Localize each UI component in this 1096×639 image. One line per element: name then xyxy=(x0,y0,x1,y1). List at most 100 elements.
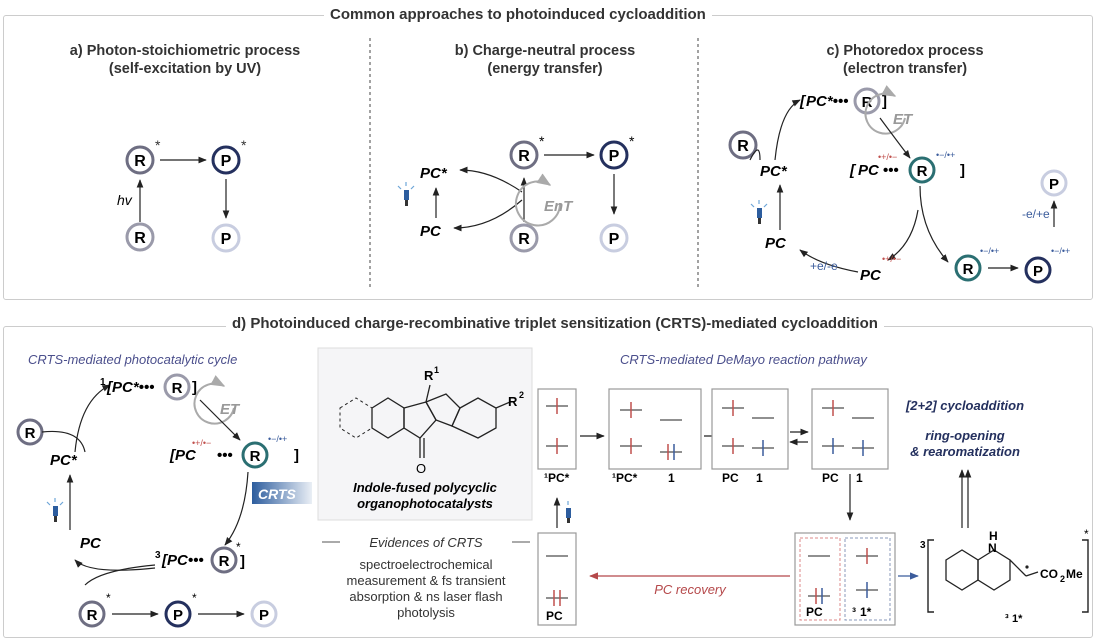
top-section-title: Common approaches to photoinduced cycloa… xyxy=(324,6,712,23)
svg-text:& rearomatization: & rearomatization xyxy=(910,444,1020,459)
svg-text:•−/•+: •−/•+ xyxy=(1051,246,1070,256)
svg-text:ring-opening: ring-opening xyxy=(925,428,1004,443)
crts-badge: CRTS xyxy=(258,486,297,502)
svg-text:]: ] xyxy=(882,93,887,110)
svg-text:•••: ••• xyxy=(217,447,233,464)
result-text: [2+2] cycloaddition ring-opening & rearo… xyxy=(905,398,1024,528)
svg-text:R: R xyxy=(737,138,749,155)
svg-text:PC: PC xyxy=(765,235,787,252)
svg-text:+e/-e: +e/-e xyxy=(810,259,838,273)
svg-text:[PC•••: [PC••• xyxy=(161,552,204,569)
pathway-title: CRTS-mediated DeMayo reaction pathway xyxy=(620,352,867,367)
light-bulb-icon xyxy=(397,182,415,206)
svg-text:3: 3 xyxy=(155,550,161,561)
svg-text:•••: ••• xyxy=(883,162,899,179)
svg-text:³: ³ xyxy=(852,605,856,619)
svg-text:N: N xyxy=(988,541,997,555)
svg-text:•−/•+: •−/•+ xyxy=(268,434,287,444)
svg-text:*: * xyxy=(1084,527,1089,541)
svg-text:spectroelectrochemical: spectroelectrochemical xyxy=(360,557,493,572)
light-bulb-icon xyxy=(46,498,64,522)
svg-text:2: 2 xyxy=(519,390,524,400)
svg-text:P: P xyxy=(221,153,232,170)
svg-text:ET: ET xyxy=(220,401,241,418)
svg-text:*: * xyxy=(629,133,635,149)
svg-text:*: * xyxy=(236,540,241,554)
svg-text:PC: PC xyxy=(806,605,823,619)
svg-text:absorption & ns laser flash: absorption & ns laser flash xyxy=(349,589,502,604)
svg-text:R: R xyxy=(518,231,530,248)
svg-text:1*: 1* xyxy=(1012,613,1023,625)
svg-text:•+/•−: •+/•− xyxy=(878,152,897,162)
svg-text:•+/•−: •+/•− xyxy=(882,254,901,264)
svg-text:photolysis: photolysis xyxy=(397,605,455,620)
svg-text:H: H xyxy=(989,529,998,543)
svg-text:ET: ET xyxy=(893,111,914,128)
svg-text:Evidences of CRTS: Evidences of CRTS xyxy=(369,535,483,550)
svg-text:*: * xyxy=(155,137,161,153)
svg-text:P: P xyxy=(1033,263,1043,280)
light-bulb-icon xyxy=(566,501,571,523)
svg-text:R: R xyxy=(963,261,974,278)
svg-text:[: [ xyxy=(799,93,807,110)
svg-text:PC*: PC* xyxy=(420,165,448,182)
svg-text:PC*: PC* xyxy=(50,452,78,469)
catalyst-structure: O R 1 R 2 Indole-fused polycyclic organo… xyxy=(317,347,533,521)
svg-text:Indole-fused polycyclic: Indole-fused polycyclic xyxy=(353,480,498,495)
svg-text:•+/•−: •+/•− xyxy=(192,438,211,448)
svg-text:PC: PC xyxy=(420,223,442,240)
svg-text:PC: PC xyxy=(822,471,839,485)
svg-text:PC: PC xyxy=(722,471,739,485)
svg-text:R: R xyxy=(134,153,146,170)
cycle-title: CRTS-mediated photocatalytic cycle xyxy=(28,352,238,367)
svg-text:PC*•••: PC*••• xyxy=(806,93,848,110)
svg-text:3: 3 xyxy=(920,540,926,551)
triplet-intermediate-structure: 3 * N H CO 2 Me ³ 1* xyxy=(920,527,1089,625)
svg-text:EnT: EnT xyxy=(544,198,574,215)
crts-cycle-diagram: R PC* 1 [PC*••• R ] ET [PC •+/•− ••• R •… xyxy=(16,373,312,628)
svg-text:[PC: [PC xyxy=(169,447,197,464)
svg-text:]: ] xyxy=(294,447,299,464)
svg-text:*: * xyxy=(106,591,111,605)
svg-text:CO: CO xyxy=(1040,567,1058,581)
svg-text:*: * xyxy=(192,591,197,605)
svg-text:[2+2] cycloaddition: [2+2] cycloaddition xyxy=(905,398,1024,413)
svg-text:¹PC*: ¹PC* xyxy=(544,471,570,485)
svg-text:hv: hv xyxy=(117,192,133,208)
svg-text:R: R xyxy=(917,163,928,180)
svg-text:•−/•+: •−/•+ xyxy=(936,150,955,160)
svg-text:]: ] xyxy=(960,162,965,179)
svg-text:[: [ xyxy=(849,162,857,179)
svg-text:P: P xyxy=(259,607,269,624)
bottom-section-title: d) Photoinduced charge-recombinative tri… xyxy=(226,315,884,332)
svg-text:1: 1 xyxy=(756,471,763,485)
svg-text:]: ] xyxy=(192,379,197,396)
svg-text:2: 2 xyxy=(1060,574,1065,584)
svg-text:R: R xyxy=(134,230,146,247)
svg-text:*: * xyxy=(539,133,545,149)
evidences-block: Evidences of CRTS spectroelectrochemical… xyxy=(322,535,530,620)
svg-text:R: R xyxy=(250,448,261,465)
svg-text:PC: PC xyxy=(546,609,563,623)
svg-text:PC: PC xyxy=(858,162,880,179)
svg-text:Me: Me xyxy=(1066,567,1083,581)
svg-text:*: * xyxy=(241,137,247,153)
panel-b-title: b) Charge-neutral process(energy transfe… xyxy=(454,43,636,77)
svg-text:R: R xyxy=(518,148,530,165)
svg-text:PC recovery: PC recovery xyxy=(654,582,727,597)
svg-text:R: R xyxy=(508,394,518,409)
svg-text:-e/+e: -e/+e xyxy=(1022,207,1050,221)
svg-text:measurement & fs transient: measurement & fs transient xyxy=(347,573,506,588)
svg-text:1: 1 xyxy=(856,471,863,485)
panel-a-diagram: R * P * hv R P xyxy=(117,137,247,253)
svg-text:1: 1 xyxy=(100,377,106,388)
panel-a-title: a) Photon-stoichiometric process(self-ex… xyxy=(69,43,301,77)
svg-text:•−/•+: •−/•+ xyxy=(980,246,999,256)
svg-text:R: R xyxy=(87,607,98,624)
svg-text:]: ] xyxy=(240,553,245,570)
svg-text:P: P xyxy=(173,607,183,624)
svg-text:[PC*•••: [PC*••• xyxy=(106,379,154,396)
svg-text:P: P xyxy=(609,231,620,248)
svg-text:¹PC*: ¹PC* xyxy=(612,471,638,485)
